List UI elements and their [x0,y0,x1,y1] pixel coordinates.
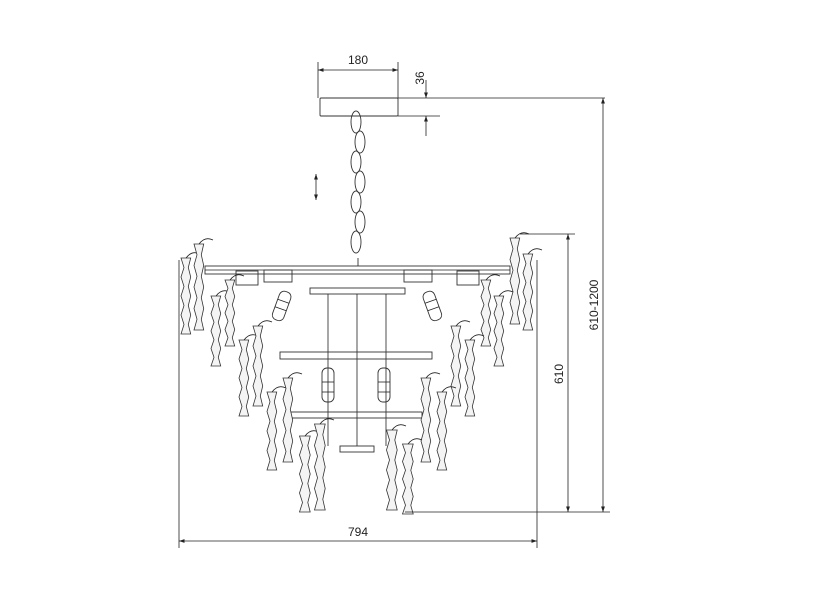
bulbs [271,290,443,403]
chain-link [354,210,366,234]
crystal-pendant [252,325,264,407]
crystal-pendant [298,435,311,513]
crystal-pendant [193,243,205,331]
chain-link [350,110,362,134]
crystal-pendant [522,253,534,331]
dim-adjustable-height: 610-1200 [405,98,610,513]
canopy-width-label: 180 [348,53,368,67]
bulb-right-upper [422,290,443,322]
crystal-pendant [282,377,294,463]
bulb-center-right [377,367,391,403]
dim-canopy-height: 36 [398,71,605,136]
chain-link [350,230,362,254]
adjustable-height-label: 610-1200 [587,279,601,330]
crystals [180,232,543,515]
body-height-label: 610 [552,364,566,384]
chain-link [350,190,362,214]
crystal-pendant [436,391,448,471]
crystal-pendant [480,279,492,347]
crystal-pendant [224,279,236,347]
chain-link [350,150,362,174]
dim-total-width: 794 [178,260,538,548]
crystal-pendant [509,237,521,325]
chain [350,110,366,266]
crystal-pendant [464,339,476,417]
chain-link [354,130,366,154]
canopy-height-label: 36 [413,71,427,85]
crystal-pendant [210,295,222,367]
dim-canopy-width: 180 [317,53,399,98]
crystal-pendant [313,423,326,511]
crystal-pendant [180,257,192,335]
canopy [319,97,399,117]
crystal-pendant [385,429,398,511]
crystal-pendant [493,295,505,367]
crystal-pendant [401,443,414,515]
crystal-pendant [238,339,250,417]
dim-body-height: 610 [520,233,575,512]
bulb-center-left [321,367,335,403]
crystal-pendant [420,377,432,463]
frame [204,265,511,453]
crystal-pendant [450,325,462,407]
chain-link [354,170,366,194]
crystal-pendant [266,391,278,471]
bulb-left-upper [271,290,292,322]
total-width-label: 794 [348,525,368,539]
